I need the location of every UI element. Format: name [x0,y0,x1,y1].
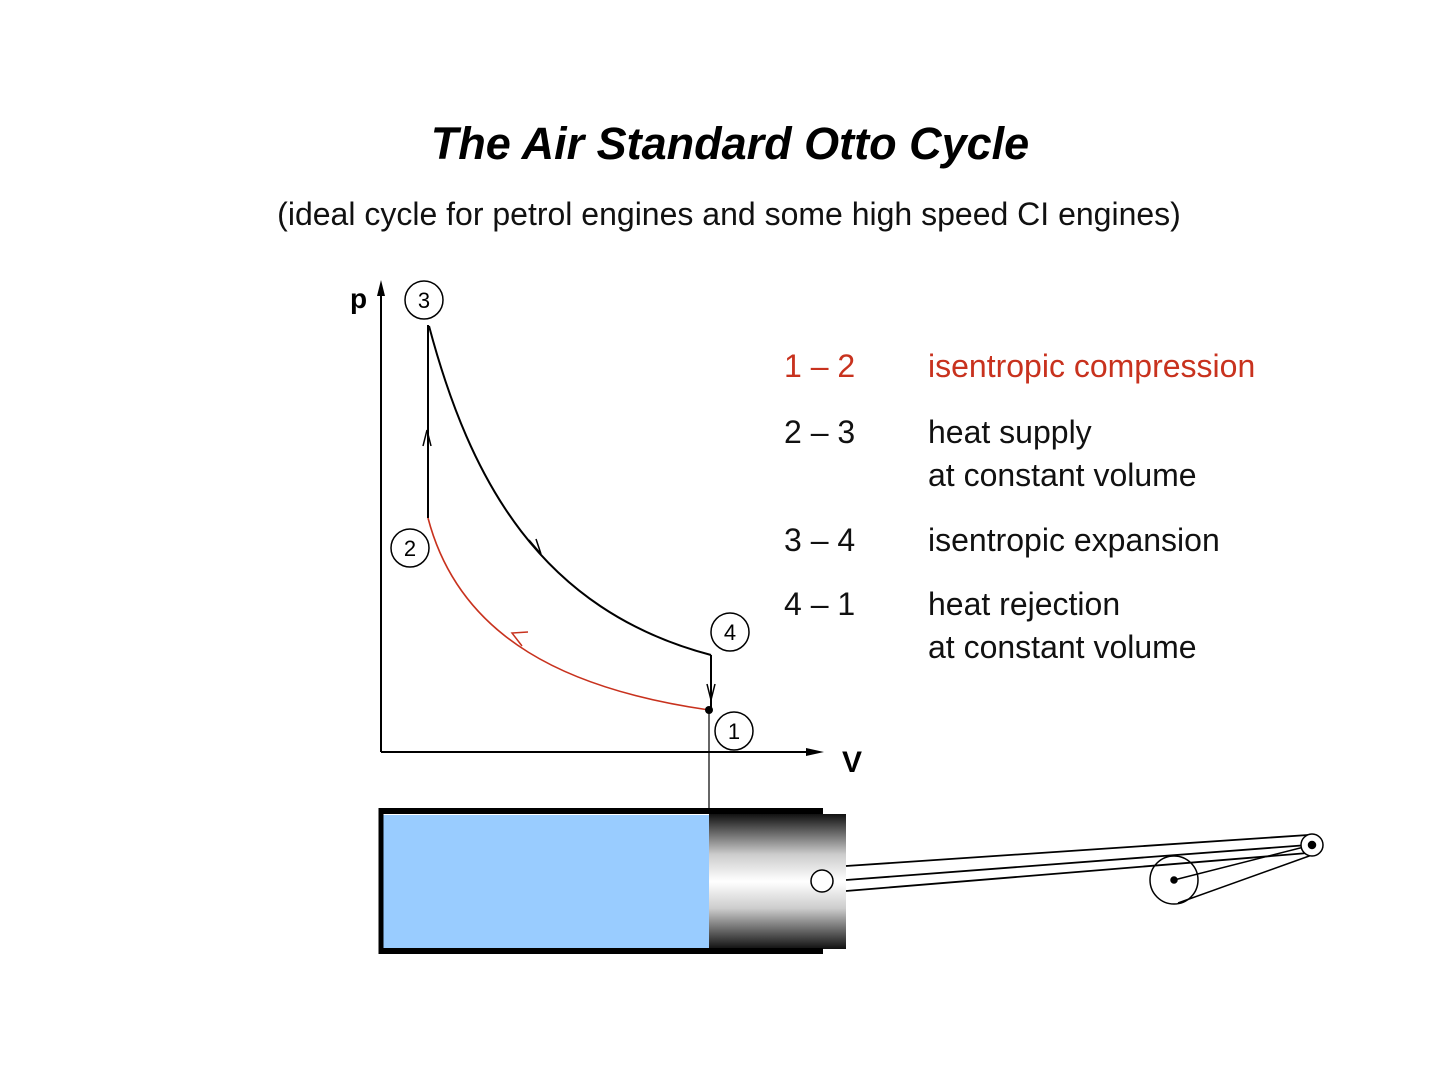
process-desc-3-4: isentropic expansion [928,522,1220,558]
x-axis [381,748,824,756]
arrow-left-icon [510,631,529,647]
process-desc-1-2: isentropic compression [928,348,1256,384]
arrow-down-icon [706,683,716,701]
piston-pin [810,869,834,893]
process-1-2-curve [427,517,710,711]
connecting-rod [845,834,1309,892]
process-range-1-2: 1 – 2 [784,348,856,384]
process-range-3-4: 3 – 4 [784,522,856,558]
state-1-marker [714,711,754,751]
state-1-label: 1 [728,719,740,744]
page-subtitle: (ideal cycle for petrol engines and some… [277,196,1181,232]
gas-volume [383,815,710,948]
cylinder [378,808,846,954]
process-desc-4-1-line1: heat rejection [928,586,1121,622]
process-desc-2-3-line1: heat supply [928,414,1092,450]
state-2-marker [390,528,430,568]
y-axis [377,280,385,752]
crank [1149,833,1324,905]
process-range-2-3: 2 – 3 [784,414,856,450]
process-desc-2-3-line2: at constant volume [928,457,1197,493]
page-title: The Air Standard Otto Cycle [430,118,1030,169]
state-2-label: 2 [404,536,416,561]
process-range-4-1: 4 – 1 [784,586,856,622]
state-4-label: 4 [724,620,736,645]
arrow-down-right-icon [528,538,542,555]
state-3-label: 3 [418,288,430,313]
x-axis-label: V [842,746,862,779]
process-desc-4-1-line2: at constant volume [928,629,1197,665]
process-3-4-curve [428,325,712,656]
state-4-marker [710,612,750,652]
y-axis-label: p [350,283,367,314]
arrow-up-icon [422,429,432,447]
state-3-marker [404,280,444,320]
